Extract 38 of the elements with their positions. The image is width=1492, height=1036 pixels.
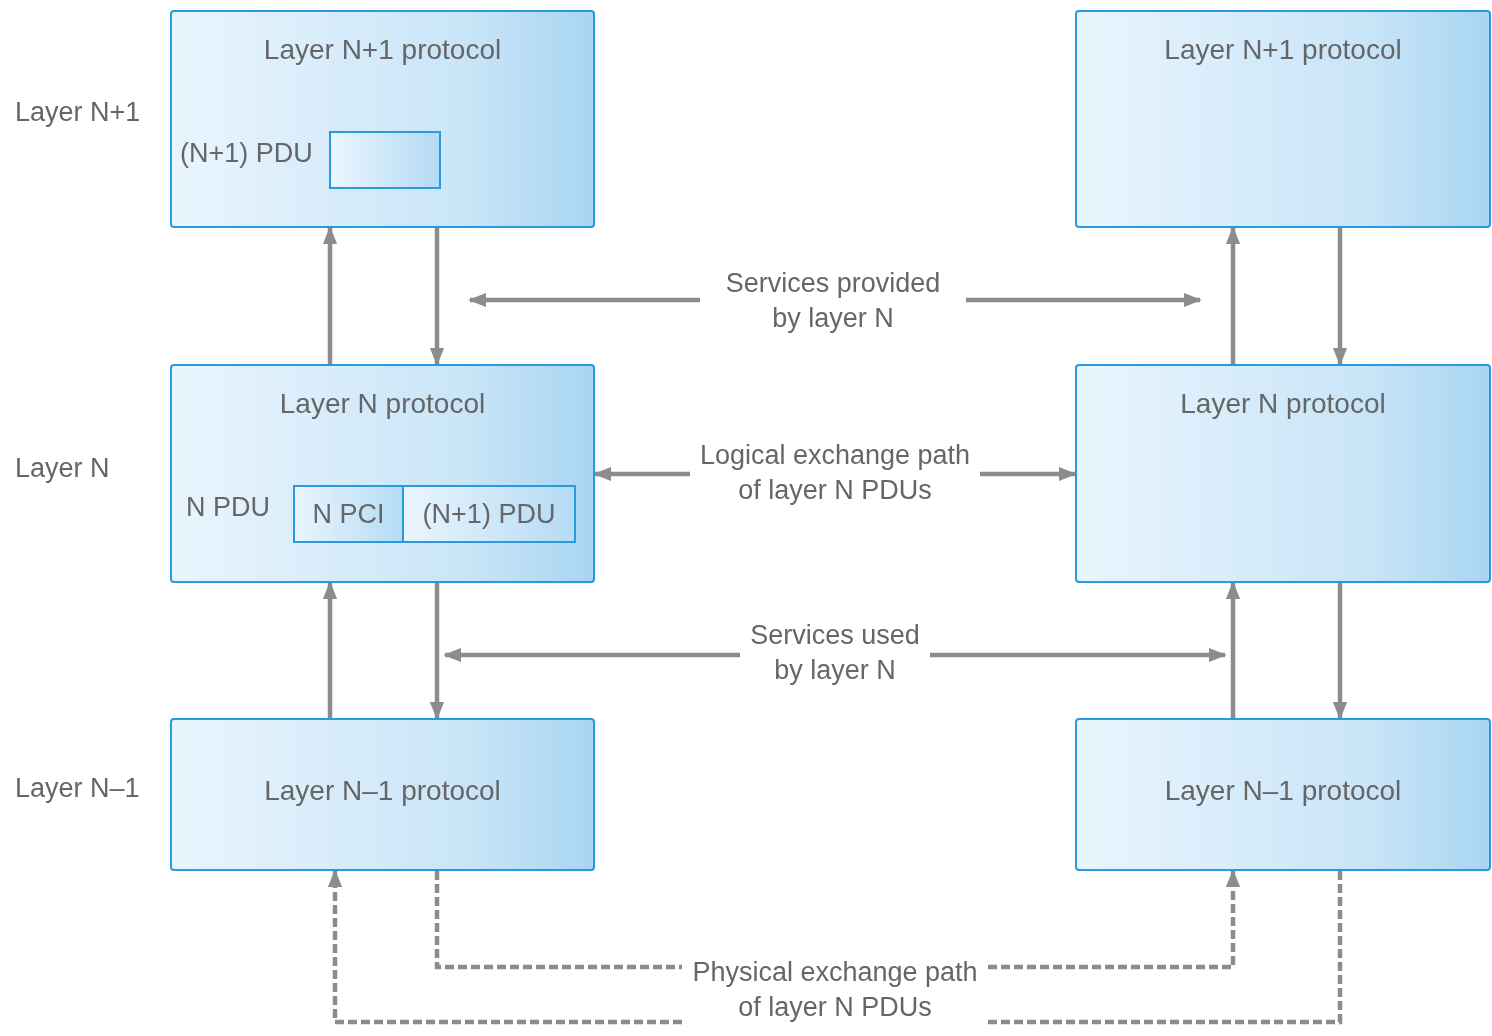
arrow: [966, 292, 1202, 308]
box-title: Layer N protocol: [1179, 388, 1387, 420]
box-title: Layer N–1 protocol: [263, 775, 502, 807]
protocol-box: [1075, 364, 1491, 583]
arrow: [429, 583, 445, 720]
arrow: [322, 581, 338, 718]
arrow: [930, 647, 1227, 663]
pdu-field-box: [402, 485, 576, 543]
protocol-box: [1075, 10, 1491, 228]
pdu-label: N PDU: [186, 492, 270, 523]
arrow: [443, 647, 740, 663]
box-title: Layer N+1 protocol: [1163, 34, 1403, 66]
box-title: Layer N–1 protocol: [1163, 775, 1403, 807]
protocol-box: [170, 364, 595, 583]
arrow: [429, 228, 445, 366]
pdu-field-label: N PCI: [312, 498, 385, 530]
arrow: [980, 466, 1077, 482]
pdu-field-label: (N+1) PDU: [422, 498, 556, 530]
arrow: [1332, 228, 1348, 366]
arrow: [468, 292, 700, 308]
arrow: [1332, 583, 1348, 720]
protocol-box: [1075, 718, 1491, 871]
pdu-label: (N+1) PDU: [180, 138, 313, 169]
arrow: [322, 226, 338, 364]
pdu-field-box: [293, 485, 404, 543]
protocol-box: [170, 718, 595, 871]
box-title: Layer N protocol: [278, 388, 487, 420]
arrow: [1225, 581, 1241, 718]
arrow: [593, 466, 690, 482]
dashed-arrow: [988, 869, 1241, 970]
arrow: [1225, 226, 1241, 364]
pdu-field-box: [329, 131, 441, 189]
box-title: Layer N+1 protocol: [262, 34, 503, 66]
dashed-arrow: [327, 869, 682, 1025]
layer-label: Layer N: [15, 453, 110, 484]
layer-label: Layer N+1: [15, 97, 141, 128]
layer-label: Layer N–1: [15, 773, 140, 804]
protocol-box: [170, 10, 595, 228]
